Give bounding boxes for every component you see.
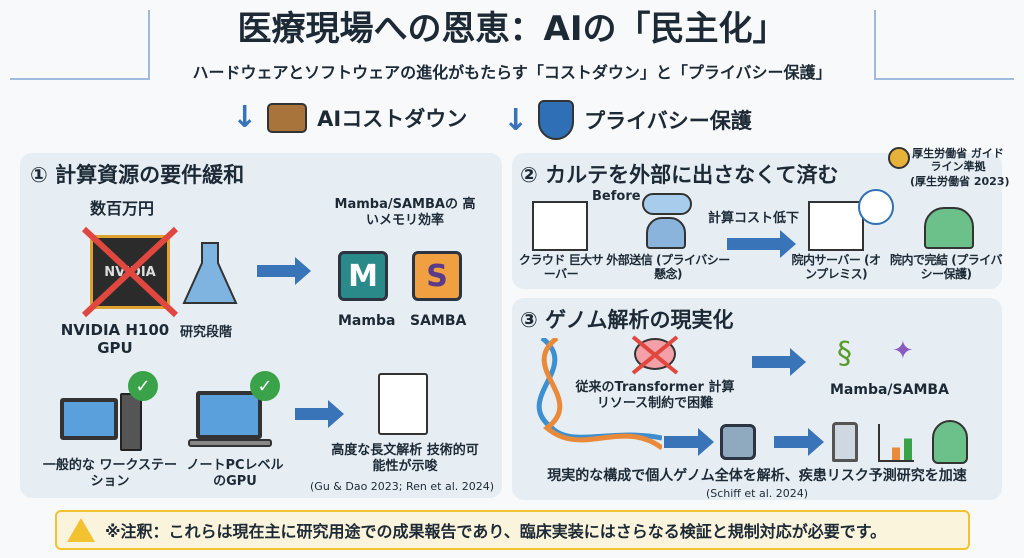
circuit-decoration-left xyxy=(10,10,150,80)
price-label: 数百万円 xyxy=(90,199,155,218)
samba-chip-icon: S xyxy=(412,251,462,301)
arrow-icon xyxy=(664,428,714,456)
before-label: Before xyxy=(592,189,641,204)
panel-title: ① 計算資源の要件緩和 xyxy=(30,163,245,187)
footer-notice: ※注釈：これらは現在主に研究用途での成果報告であり、臨床実装にはさらなる検証と規… xyxy=(55,510,970,550)
pc-tower-icon xyxy=(120,393,142,451)
panel-genome: ③ ゲノム解析の現実化 従来のTransformer 計算リソース制約で困難 §… xyxy=(512,298,1002,500)
workstation-icon xyxy=(60,398,118,440)
workstation-label: 一般的な ワークステーション xyxy=(42,458,178,489)
page-subtitle: ハードウェアとソフトウェアの進化がもたらす「コストダウン」と「プライバシー保護」 xyxy=(192,63,832,82)
dna-icon xyxy=(536,338,662,451)
snake-icon: § xyxy=(837,336,852,371)
guideline-label: 厚生労働省 ガイドライン準拠 xyxy=(912,147,1004,174)
hospital-icon xyxy=(808,201,864,251)
document-icon xyxy=(378,373,428,435)
cross-icon xyxy=(631,335,679,375)
panel-title: ② カルテを外部に出さなくて済む xyxy=(520,163,839,187)
doctor-nurse-icon xyxy=(924,207,974,249)
benefit-label: プライバシー保護 xyxy=(584,109,752,133)
badge-icon xyxy=(888,147,910,169)
cross-icon xyxy=(81,226,179,318)
benefit-privacy: ↓ プライバシー保護 xyxy=(503,100,752,140)
citation: (Schiff et al. 2024) xyxy=(705,487,809,500)
check-icon: ✓ xyxy=(128,371,158,401)
transformer-label: 従来のTransformer 計算リソース制約で困難 xyxy=(575,380,735,411)
arrow-icon xyxy=(295,400,344,428)
arrow-icon xyxy=(257,257,311,285)
complete-label: 院内で完結 (プライバシー保護) xyxy=(890,253,1002,282)
panel-local-records: ② カルテを外部に出さなくて済む Before クラウド 巨大サーバー 外部送信… xyxy=(512,147,1010,289)
arrow-icon xyxy=(727,230,796,258)
shield-lock-icon xyxy=(538,100,575,140)
guideline-citation: (厚生労働省 2023) xyxy=(910,175,1010,188)
chip-icon xyxy=(720,424,756,460)
mamba-chip-icon: M xyxy=(338,251,388,301)
samba-label: SAMBA xyxy=(410,313,467,329)
ballerina-icon: ✦ xyxy=(892,336,914,366)
benefit-cost: ↓ AIコストダウン xyxy=(232,100,467,135)
person-icon xyxy=(932,420,968,464)
cost-label: 計算コスト低下 xyxy=(708,211,800,226)
down-arrow-icon: ↓ xyxy=(503,102,529,138)
down-arrow-icon: ↓ xyxy=(232,100,258,135)
chart-icon xyxy=(878,424,914,462)
arrow-icon xyxy=(774,428,824,456)
server-icon xyxy=(858,189,894,225)
onprem-label: 院内サーバー (オンプレミス) xyxy=(791,253,881,282)
panel-title: ③ ゲノム解析の現実化 xyxy=(520,308,734,332)
footer-note: ※注釈：これらは現在主に研究用途での成果報告であり、臨床実装にはさらなる検証と規… xyxy=(105,522,887,541)
panel-compute-requirements: ① 計算資源の要件緩和 数百万円 NVIDIA NVIDIA H100 GPU … xyxy=(20,153,502,498)
laptop-label: ノートPCレベル のGPU xyxy=(186,458,284,489)
circuit-decoration-right xyxy=(874,10,1014,80)
research-label: 研究段階 xyxy=(180,325,233,340)
doc-label: 高度な長文解析 技術的可能性が示唆 xyxy=(331,443,479,474)
check-icon: ✓ xyxy=(250,371,280,401)
flask-icon xyxy=(182,242,238,304)
models-label: Mamba/SAMBA xyxy=(830,382,949,398)
cloud-icon xyxy=(642,193,692,215)
warning-icon xyxy=(67,518,95,542)
benefit-label: AIコストダウン xyxy=(317,106,468,131)
laptop-base xyxy=(188,439,272,447)
mamba-label: Mamba xyxy=(338,313,396,329)
cloud-label: クラウド 巨大サーバー xyxy=(518,253,604,282)
external-label: 外部送信 (プライバシー懸念) xyxy=(606,253,730,282)
hospital-icon xyxy=(532,201,588,251)
microscope-icon xyxy=(832,422,858,462)
arrow-icon xyxy=(752,348,806,376)
laptop-icon xyxy=(196,391,262,439)
doctor-patient-icon xyxy=(646,217,686,249)
page-title: 医療現場への恩恵：AIの「民主化」 xyxy=(237,9,787,49)
wallet-icon xyxy=(267,102,308,133)
citation: (Gu & Dao 2023; Ren et al. 2024) xyxy=(310,480,495,493)
summary-label: 現実的な構成で個人ゲノム全体を解析、疾患リスク予測研究を加速 xyxy=(547,468,967,484)
efficiency-label: Mamba/SAMBAの 高いメモリ効率 xyxy=(334,197,476,228)
gpu-label: NVIDIA H100 GPU xyxy=(60,321,170,357)
